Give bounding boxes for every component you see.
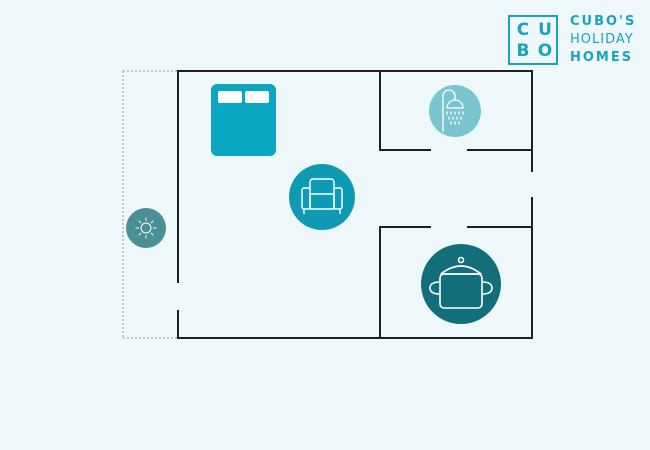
sun-icon <box>126 208 166 248</box>
cooking-pot-icon <box>421 244 501 324</box>
walls <box>177 70 533 339</box>
logo-letter-o: O <box>537 41 553 61</box>
logo-letter-c: C <box>516 20 530 40</box>
armchair-icon <box>289 164 355 230</box>
terrace-outline <box>122 70 178 339</box>
shower-icon <box>429 85 481 137</box>
brand-logo-mark: C U B O <box>508 15 558 65</box>
logo-letter-b: B <box>516 41 530 61</box>
bed-icon <box>211 84 276 156</box>
brand-name-line-3: HOMES <box>570 50 634 65</box>
logo-letter-u: U <box>538 20 552 40</box>
brand-name-line-1: CUBO'S <box>570 14 637 29</box>
brand-name-line-2: HOLIDAY <box>570 32 634 47</box>
